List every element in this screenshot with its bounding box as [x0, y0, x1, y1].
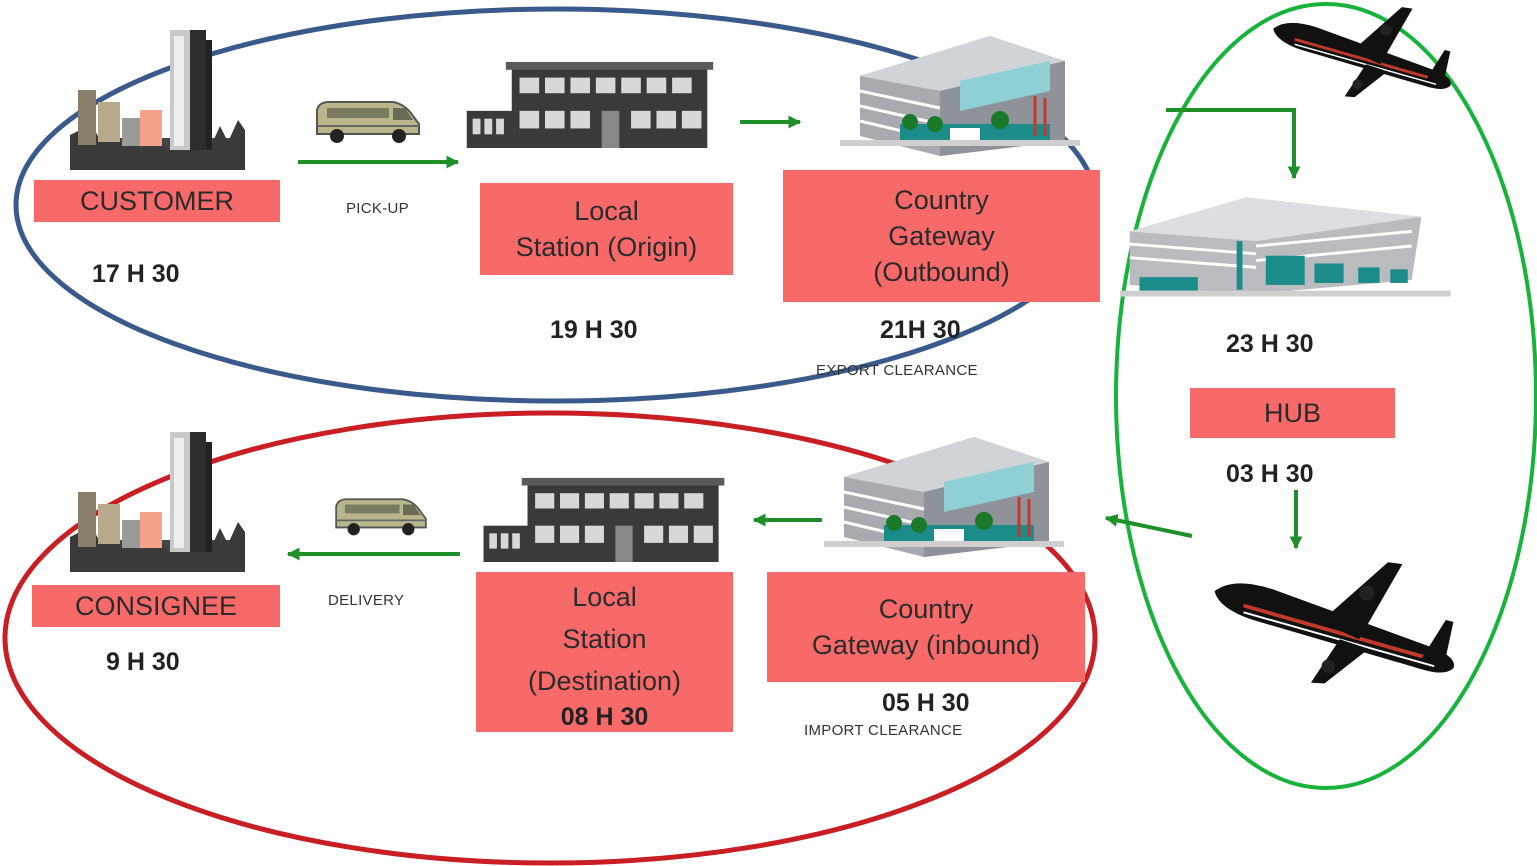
van-icon [315, 100, 421, 145]
export-clearance-label: EXPORT CLEARANCE [816, 362, 978, 379]
city-icon [70, 432, 245, 572]
consignee-time: 9 H 30 [106, 648, 180, 676]
airplane-icon [1212, 560, 1457, 686]
gateway-out-time: 21H 30 [880, 316, 961, 344]
station-building-icon [483, 477, 725, 562]
arrow-to-gateway-in [1104, 514, 1193, 538]
hub-loop [1114, 2, 1537, 790]
consignee-label: CONSIGNEE [32, 585, 280, 627]
gateway-building-icon [840, 36, 1080, 156]
gateway-in-label: Country Gateway (inbound) [767, 572, 1085, 682]
hub-building-icon [1120, 195, 1453, 299]
gateway-out-label: Country Gateway (Outbound) [783, 170, 1100, 302]
customer-label: CUSTOMER [34, 180, 280, 222]
hub-label: HUB [1190, 388, 1395, 438]
import-clearance-label: IMPORT CLEARANCE [804, 722, 963, 739]
delivery-label: DELIVERY [328, 592, 405, 609]
gateway-in-time: 05 H 30 [882, 689, 970, 717]
arrow-to-hub [1166, 108, 1301, 180]
local-origin-time: 19 H 30 [550, 316, 638, 344]
customer-time: 17 H 30 [92, 260, 180, 288]
destination-loop [2, 410, 1098, 866]
station-building-icon [466, 61, 714, 148]
local-origin-label: Local Station (Origin) [480, 183, 733, 275]
local-dest-label: Local Station (Destination) 08 H 30 [476, 572, 733, 732]
pickup-label: PICK-UP [346, 200, 409, 217]
hub-time-out: 03 H 30 [1226, 460, 1314, 488]
hub-time-in: 23 H 30 [1226, 330, 1314, 358]
van-icon [335, 498, 427, 537]
